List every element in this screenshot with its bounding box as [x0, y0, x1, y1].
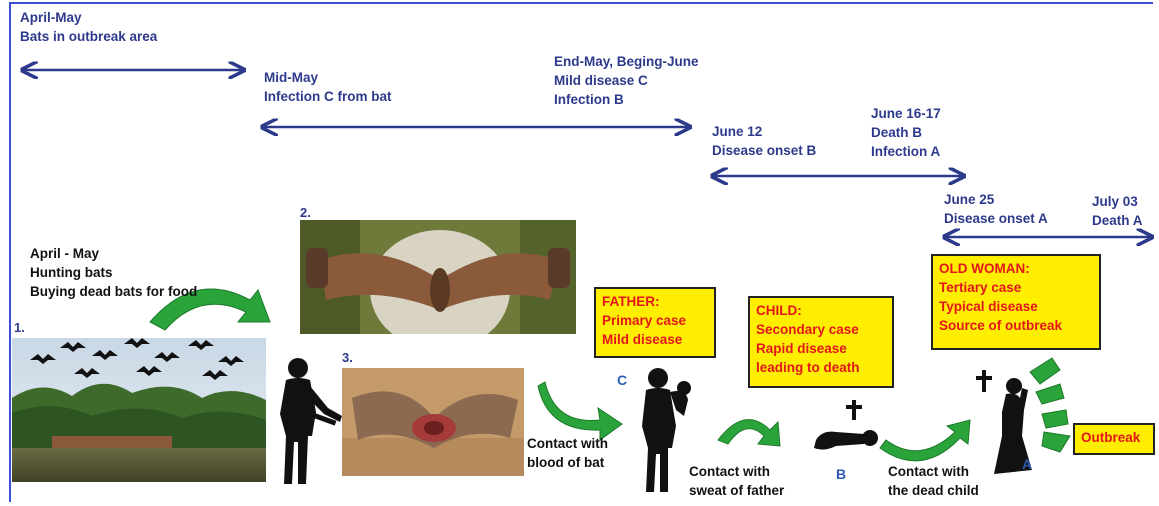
- green-curved-arrow-bat-blood: [537, 381, 623, 441]
- label-b: B: [836, 466, 847, 482]
- father-silhouette: [642, 368, 691, 492]
- green-chevron-1: [1029, 357, 1061, 385]
- green-curved-arrow-hunting: [149, 288, 271, 331]
- photo-number-3: 3.: [342, 350, 353, 365]
- green-chevron-2: [1035, 383, 1065, 405]
- photo-number-2: 2.: [300, 205, 311, 220]
- green-chevron-4: [1041, 431, 1071, 453]
- dead-child-silhouette: [814, 400, 878, 450]
- photo-dead-bat: [342, 368, 524, 476]
- outbreak-box: Outbreak: [1073, 423, 1155, 455]
- old-woman-silhouette: [976, 370, 1032, 474]
- diagram-frame: [9, 2, 1153, 502]
- label-c: C: [617, 372, 628, 388]
- green-curved-arrow-dead-child: [879, 419, 971, 462]
- hunter-silhouette: [280, 358, 342, 484]
- photo-person-holding-bat: [300, 220, 576, 334]
- green-curved-arrow-father-sweat: [717, 419, 781, 447]
- label-a: A: [1022, 456, 1033, 472]
- photo-number-1: 1.: [14, 320, 25, 335]
- photo-bats-over-forest: [12, 338, 266, 482]
- green-chevron-3: [1041, 409, 1069, 429]
